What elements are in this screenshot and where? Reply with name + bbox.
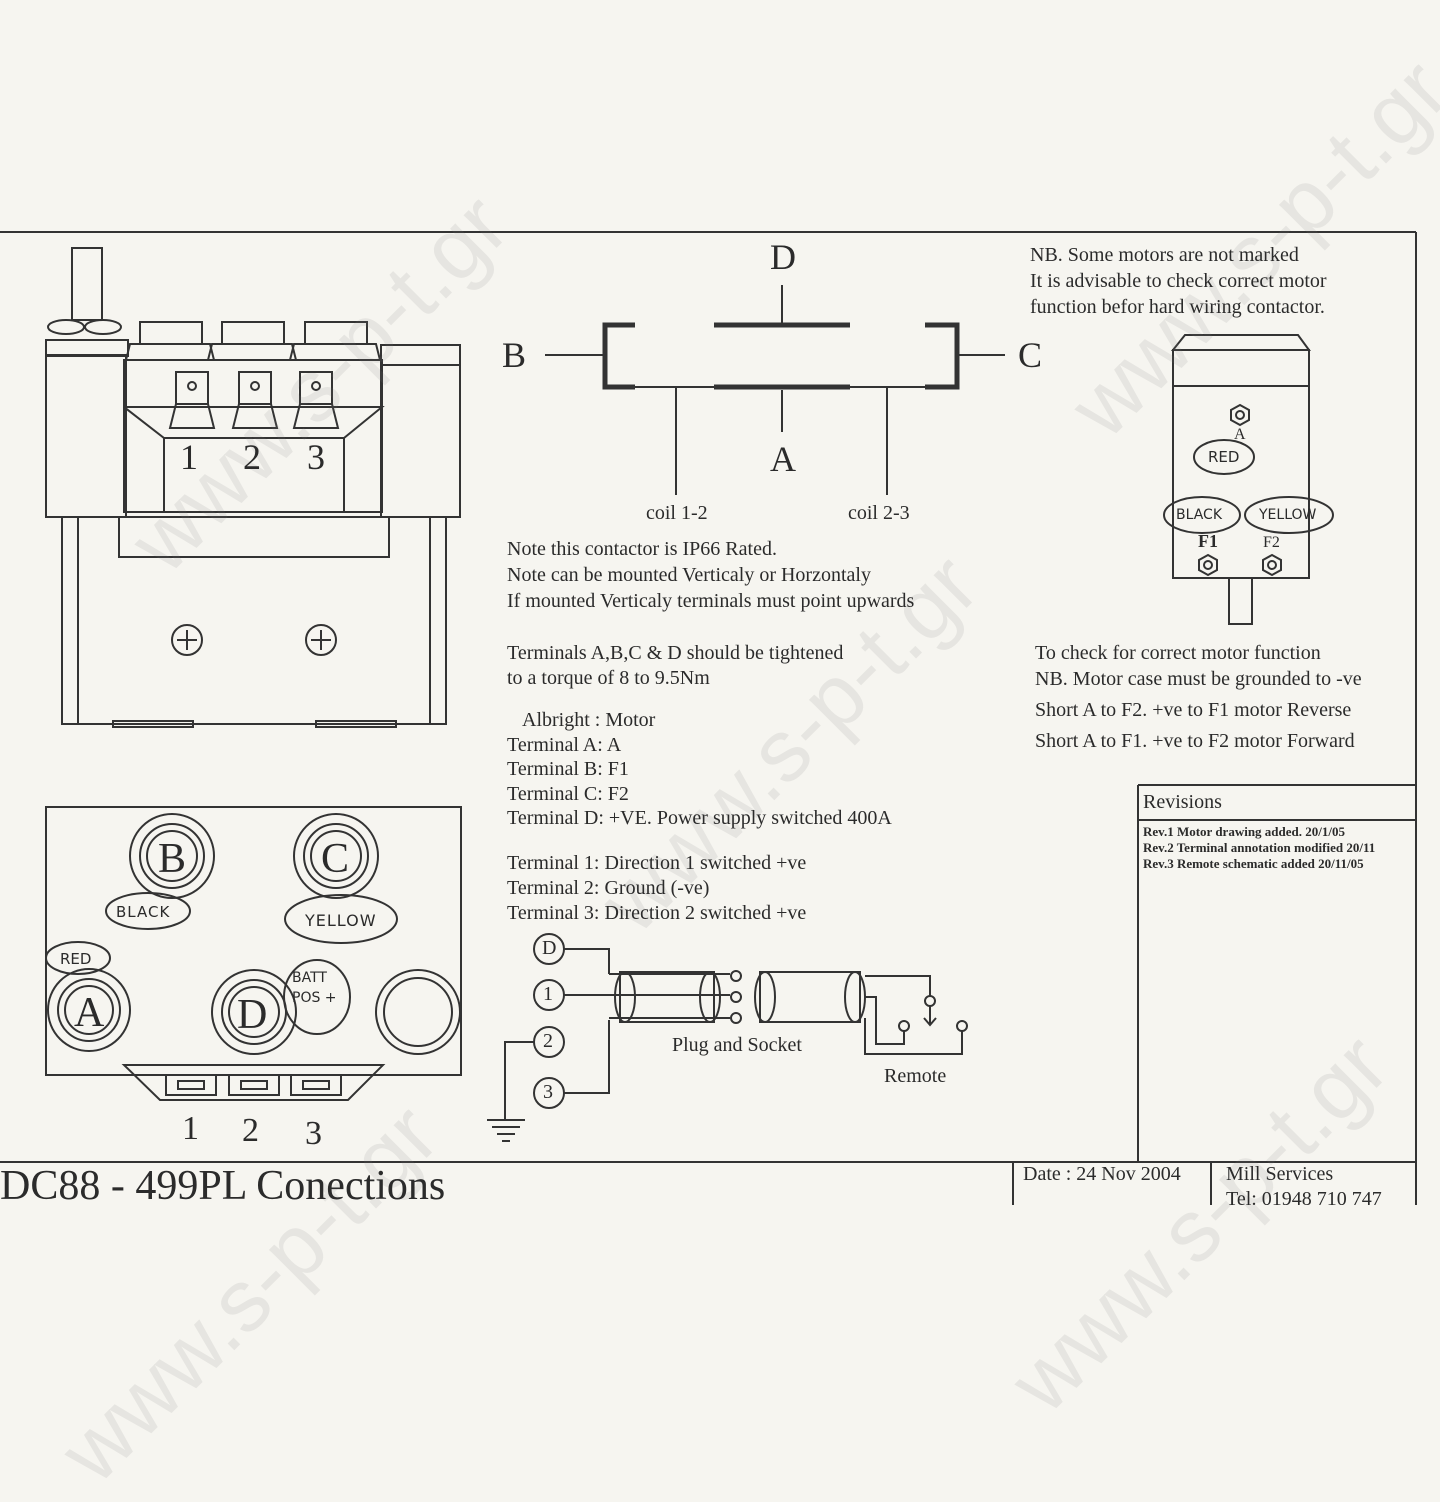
remote-node-3: 3: [543, 1081, 553, 1103]
contactor-side-view: [45, 247, 461, 728]
note-ip-rating: Note this contactor is IP66 Rated.: [507, 538, 777, 560]
note-torque-value: to a torque of 8 to 9.5Nm: [507, 667, 710, 689]
terminal-map-header: Albright : Motor: [522, 709, 656, 731]
terminal-map-line: Terminal A: A: [507, 734, 622, 756]
small-terminal-label: 2: [242, 1112, 259, 1149]
footer-company: Mill Services: [1226, 1163, 1334, 1185]
terminal-map-line: Terminal D: +VE. Power supply switched 4…: [507, 807, 892, 829]
motor-hand-black: BLACK: [1176, 507, 1223, 523]
schematic-label-c: C: [1018, 335, 1043, 375]
contactor-terminal-label: 1: [180, 437, 198, 477]
check-line: To check for correct motor function: [1035, 642, 1321, 664]
connection-diagram: [0, 231, 1417, 1205]
terminal-map-line: Terminal C: F2: [507, 783, 629, 805]
remote-node-1: 1: [543, 983, 553, 1005]
small-terminal-label: 3: [305, 1115, 322, 1152]
nb-note-line: NB. Some motors are not marked: [1030, 244, 1299, 266]
nb-note-line: It is advisable to check correct motor: [1030, 270, 1327, 292]
terminal-function-line: Terminal 2: Ground (-ve): [507, 877, 710, 899]
revision-item: Rev.1 Motor drawing added. 20/1/05: [1143, 824, 1345, 839]
contactor-schematic: [545, 285, 1005, 495]
contactor-top-view: [45, 806, 462, 1101]
coil-1-2-label: coil 1-2: [646, 502, 708, 524]
contactor-terminal-label: 3: [307, 437, 325, 477]
terminal-b-label: B: [158, 836, 187, 882]
remote-node-d: D: [542, 937, 557, 959]
motor-hand-yellow: YELLOW: [1259, 507, 1317, 523]
motor-terminal-a-label: A: [1234, 426, 1246, 443]
terminal-c-label: C: [321, 836, 350, 882]
contactor-terminal-label: 2: [243, 437, 261, 477]
handwritten-batt-pos: BATT POS +: [292, 970, 337, 1006]
schematic-label-a: A: [770, 439, 796, 479]
note-vertical: If mounted Verticaly terminals must poin…: [507, 590, 915, 612]
handwritten-black: BLACK: [116, 903, 171, 921]
motor-f1-label: F1: [1198, 531, 1218, 551]
remote-schematic: [487, 933, 968, 1142]
remote-label: Remote: [884, 1065, 947, 1087]
terminal-function-line: Terminal 1: Direction 1 switched +ve: [507, 852, 807, 874]
terminal-a-label: A: [74, 990, 105, 1036]
small-terminal-label: 1: [182, 1110, 199, 1147]
check-line: NB. Motor case must be grounded to -ve: [1035, 668, 1362, 690]
footer-tel: Tel: 01948 710 747: [1226, 1188, 1382, 1206]
terminal-map-line: Terminal B: F1: [507, 758, 629, 780]
check-line: Short A to F2. +ve to F1 motor Reverse: [1035, 699, 1352, 721]
footer-date: Date : 24 Nov 2004: [1023, 1163, 1181, 1185]
handwritten-yellow: YELLOW: [305, 911, 377, 930]
remote-node-2: 2: [543, 1030, 553, 1052]
schematic-label-b: B: [502, 335, 527, 375]
terminal-d-label: D: [237, 992, 268, 1038]
check-line: Short A to F1. +ve to F2 motor Forward: [1035, 730, 1355, 752]
motor-f2-label: F2: [1263, 534, 1280, 551]
motor-hand-red: RED: [1208, 448, 1240, 466]
motor-drawing: [1163, 334, 1334, 625]
drawing-frame: [0, 231, 1417, 1205]
terminal-function-line: Terminal 3: Direction 2 switched +ve: [507, 902, 807, 924]
coil-2-3-label: coil 2-3: [848, 502, 910, 524]
page-title: DC88 - 499PL Conections: [0, 1163, 446, 1209]
schematic-label-d: D: [770, 237, 796, 277]
revision-item: Rev.3 Remote schematic added 20/11/05: [1143, 856, 1364, 871]
nb-note-line: function befor hard wiring contactor.: [1030, 296, 1325, 318]
revision-item: Rev.2 Terminal annotation modified 20/11: [1143, 840, 1376, 855]
note-mounting: Note can be mounted Verticaly or Horzont…: [507, 564, 871, 586]
revisions-title: Revisions: [1143, 791, 1222, 813]
plug-and-socket-label: Plug and Socket: [672, 1034, 802, 1056]
handwritten-red: RED: [60, 950, 92, 968]
note-torque: Terminals A,B,C & D should be tightened: [507, 642, 844, 664]
